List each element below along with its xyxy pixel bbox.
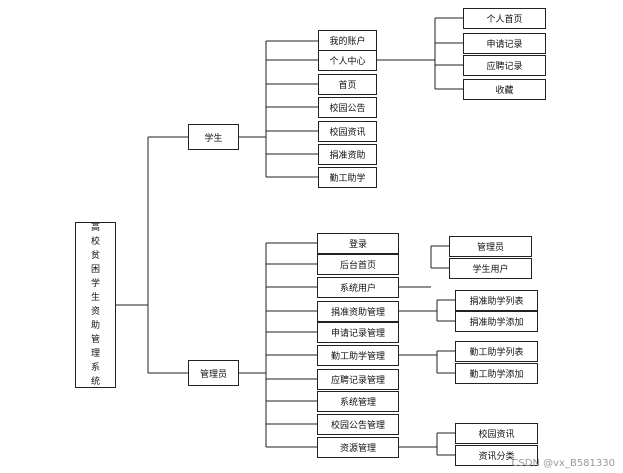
resource-child-news-category: 资讯分类 xyxy=(455,445,538,466)
student-item-aid: 捐准资助 xyxy=(318,144,377,165)
student-item-campus-news: 校园资讯 xyxy=(318,121,377,142)
student-item-home: 首页 xyxy=(318,74,377,95)
center-child-favorites: 收藏 xyxy=(463,79,546,100)
admin-item-work-study-management: 勤工助学管理 xyxy=(317,345,399,366)
center-child-job-records: 应聘记录 xyxy=(463,55,546,76)
watermark: CSDN @vx_B581330 xyxy=(511,458,615,469)
resource-child-campus-news: 校园资讯 xyxy=(455,423,538,444)
work-child-add: 勤工助学添加 xyxy=(455,363,538,384)
student-item-personal-center: 个人中心 xyxy=(318,50,377,71)
admin-item-notice-management: 校园公告管理 xyxy=(317,414,399,435)
work-child-list: 勤工助学列表 xyxy=(455,341,538,362)
admin-item-resource-management: 资源管理 xyxy=(317,437,399,458)
center-child-application-records: 申请记录 xyxy=(463,33,546,54)
admin-item-job-records-management: 应聘记录管理 xyxy=(317,369,399,390)
aid-child-list: 捐准助学列表 xyxy=(455,290,538,311)
admin-item-system-users: 系统用户 xyxy=(317,277,399,298)
aid-child-add: 捐准助学添加 xyxy=(455,311,538,332)
users-child-student-user: 学生用户 xyxy=(449,258,532,279)
root-node: 高 校 贫 困 学 生 资 助 管 理 系 统 xyxy=(75,222,116,388)
student-item-campus-notice: 校园公告 xyxy=(318,97,377,118)
admin-node: 管理员 xyxy=(188,360,239,386)
student-item-work-study: 勤工助学 xyxy=(318,167,377,188)
student-node: 学生 xyxy=(188,124,239,150)
center-child-personal-home: 个人首页 xyxy=(463,8,546,29)
student-item-my-account: 我的账户 xyxy=(318,30,377,51)
admin-item-backend-home: 后台首页 xyxy=(317,254,399,275)
admin-item-aid-management: 捐准资助管理 xyxy=(317,301,399,322)
admin-item-login: 登录 xyxy=(317,233,399,254)
admin-item-application-management: 申请记录管理 xyxy=(317,322,399,343)
users-child-admin: 管理员 xyxy=(449,236,532,257)
admin-item-system-management: 系统管理 xyxy=(317,391,399,412)
